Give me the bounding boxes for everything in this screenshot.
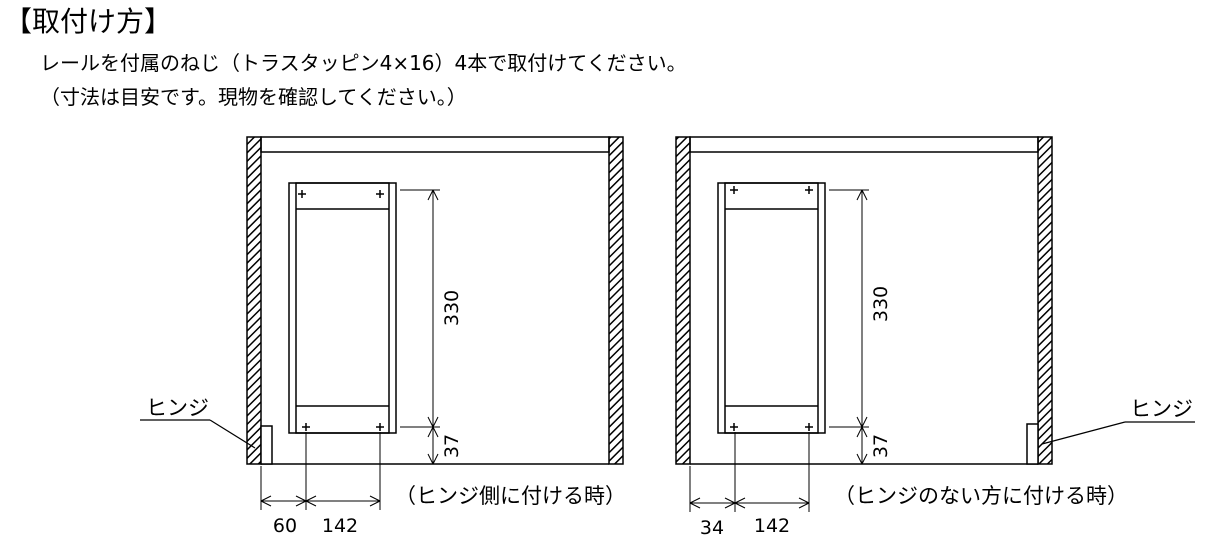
right-cabinet-top xyxy=(689,136,1039,153)
left-vertical-dimension xyxy=(400,189,440,465)
left-hinge-leader-diag xyxy=(209,419,256,449)
note-text: （寸法は目安です。現物を確認してください。） xyxy=(40,85,467,109)
left-cabinet-top xyxy=(260,136,610,153)
right-diagram: 330 37 ヒンジ 34 142 （ヒンジのない方に付ける時） xyxy=(675,136,1195,539)
left-dim-bottom: 37 xyxy=(441,434,463,458)
right-hinge-label: ヒンジ xyxy=(1130,397,1193,421)
screw-mark xyxy=(376,190,384,198)
left-diagram: 330 37 ヒンジ 60 142 （ヒンジ側に付ける時） xyxy=(140,136,626,537)
left-hinge xyxy=(260,425,273,465)
instruction-text: レールを付属のねじ（トラスタッピン4×16）4本で取付けてください。 xyxy=(40,51,687,75)
screw-mark xyxy=(298,190,306,198)
right-screw-marks xyxy=(730,186,813,431)
right-cabinet-wall-left xyxy=(675,136,691,465)
left-dim-height: 330 xyxy=(441,290,463,326)
left-screw-marks xyxy=(298,190,384,431)
right-dim-height: 330 xyxy=(870,286,892,322)
right-cabinet-wall-right xyxy=(1037,136,1053,465)
right-horizontal-dimension xyxy=(689,432,810,512)
page-title: 【取付け方】 xyxy=(4,5,173,38)
screw-mark xyxy=(302,423,310,431)
screw-mark xyxy=(730,186,738,194)
right-caption: （ヒンジのない方に付ける時） xyxy=(834,484,1128,508)
screw-mark xyxy=(805,186,813,194)
screw-mark xyxy=(730,423,738,431)
left-rail-frame-outer xyxy=(288,182,397,434)
left-dim-pitch: 142 xyxy=(322,515,358,537)
screw-mark xyxy=(376,423,384,431)
left-caption: （ヒンジ側に付ける時） xyxy=(395,484,626,508)
left-rail-frame-inner xyxy=(295,182,390,434)
right-dim-pitch: 142 xyxy=(754,515,790,537)
left-cabinet-wall-right xyxy=(608,136,624,465)
right-vertical-dimension xyxy=(829,189,869,465)
right-rail-frame-inner xyxy=(724,182,819,434)
left-hinge-label: ヒンジ xyxy=(146,396,209,420)
left-horizontal-dimension xyxy=(260,432,381,510)
screw-mark xyxy=(805,423,813,431)
right-hinge-leader-diag xyxy=(1041,421,1126,445)
right-dim-bottom: 37 xyxy=(870,434,892,458)
left-dim-side: 60 xyxy=(273,515,297,537)
right-rail-frame-outer xyxy=(717,182,826,434)
left-cabinet-wall-left xyxy=(246,136,262,465)
right-hinge xyxy=(1026,423,1039,465)
right-dim-side: 34 xyxy=(700,517,724,539)
